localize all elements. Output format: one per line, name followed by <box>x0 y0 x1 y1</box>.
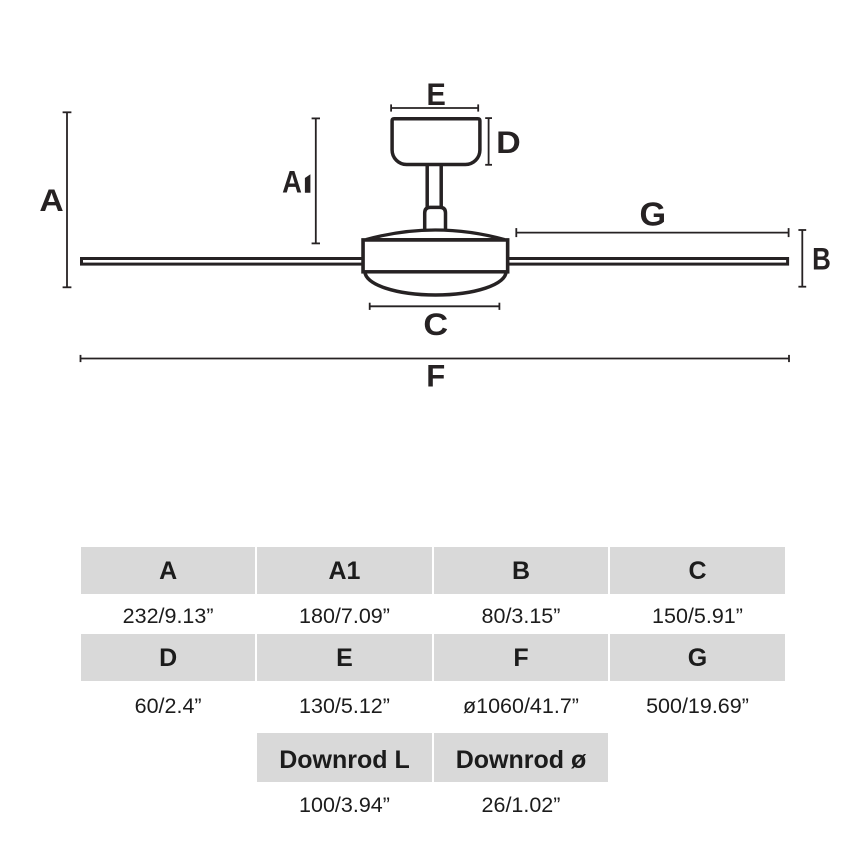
svg-text:A: A <box>282 164 302 200</box>
svg-text:C: C <box>423 306 448 342</box>
svg-text:A: A <box>39 182 63 218</box>
svg-text:E: E <box>427 76 446 112</box>
svg-text:D: D <box>496 124 521 160</box>
svg-text:B: B <box>812 241 831 277</box>
svg-text:G: G <box>640 196 667 233</box>
svg-text:F: F <box>426 358 445 394</box>
